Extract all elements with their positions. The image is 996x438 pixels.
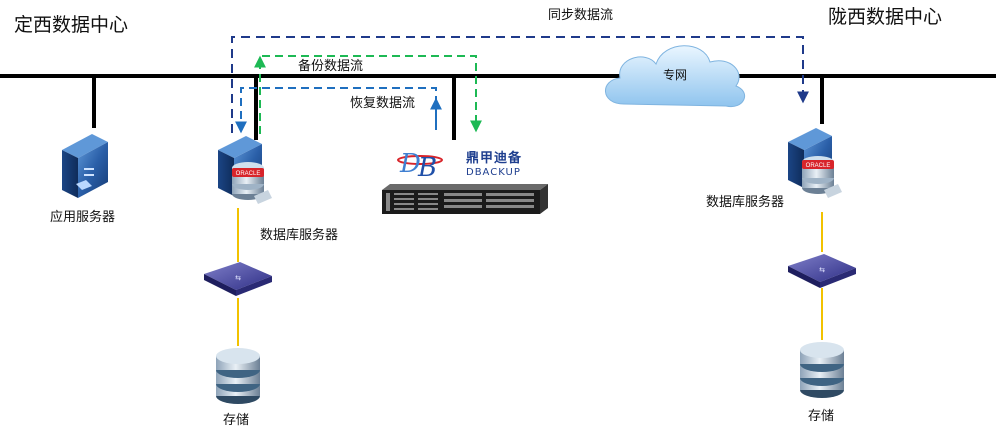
san-switch-left-icon: ⇆ — [204, 262, 272, 296]
svg-text:⇆: ⇆ — [819, 266, 825, 274]
left-datacenter-title: 定西数据中心 — [14, 14, 129, 36]
application-server-icon — [62, 134, 108, 198]
private-network-label: 专网 — [663, 68, 688, 82]
sync-flow-label: 同步数据流 — [548, 8, 614, 23]
svg-text:B: B — [417, 153, 437, 183]
private-network-cloud-icon — [605, 45, 746, 108]
svg-text:⇆: ⇆ — [235, 274, 241, 282]
app-server-label: 应用服务器 — [50, 210, 116, 225]
backup-appliance-icon — [382, 184, 548, 214]
storage-right-icon — [800, 342, 844, 398]
storage-left-label: 存储 — [223, 413, 250, 428]
oracle-badge-right: ORACLE — [802, 160, 834, 169]
svg-text:ORACLE: ORACLE — [236, 171, 261, 177]
right-datacenter-title: 陇西数据中心 — [828, 6, 943, 28]
svg-text:D: D — [399, 149, 421, 179]
dbackup-brand-cn: 鼎甲迪备 — [466, 151, 523, 166]
dbackup-brand-en: DBACKUP — [466, 167, 521, 178]
db-server-left-label: 数据库服务器 — [260, 228, 339, 243]
backup-flow-line-2 — [262, 55, 482, 133]
san-switch-right-icon: ⇆ — [788, 254, 856, 288]
oracle-badge-left: ORACLE — [232, 168, 264, 177]
svg-text:ORACLE: ORACLE — [806, 163, 831, 169]
sync-flow-line — [231, 36, 809, 133]
db-server-right-label: 数据库服务器 — [706, 195, 785, 210]
restore-flow-label: 恢复数据流 — [350, 96, 416, 111]
storage-left-icon — [216, 348, 260, 404]
dbackup-logo-icon: D B — [397, 149, 443, 183]
storage-right-label: 存储 — [808, 409, 835, 424]
backup-flow-label: 备份数据流 — [298, 59, 364, 74]
